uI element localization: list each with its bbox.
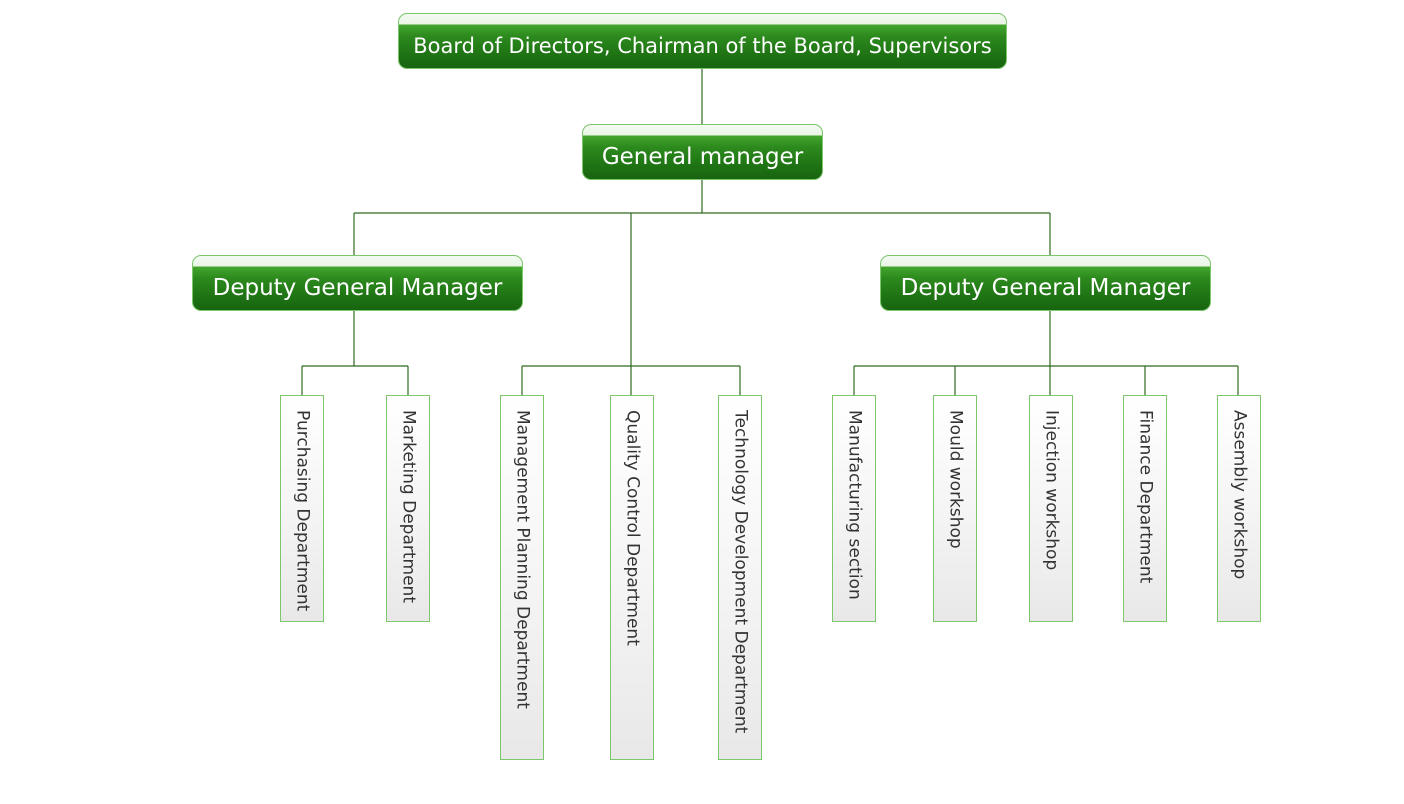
dept-purchasing: Purchasing Department bbox=[280, 395, 324, 622]
dept-marketing-label: Marketing Department bbox=[398, 410, 419, 604]
dept-finance-label: Finance Department bbox=[1135, 410, 1156, 584]
dept-quality-control-label: Quality Control Department bbox=[622, 410, 643, 646]
dept-quality-control: Quality Control Department bbox=[610, 395, 654, 760]
dept-injection: Injection workshop bbox=[1029, 395, 1073, 622]
dept-finance: Finance Department bbox=[1123, 395, 1167, 622]
dept-assembly-label: Assembly workshop bbox=[1229, 410, 1250, 580]
dept-mould: Mould workshop bbox=[933, 395, 977, 622]
board-label: Board of Directors, Chairman of the Boar… bbox=[413, 34, 992, 58]
dept-assembly: Assembly workshop bbox=[1217, 395, 1261, 622]
dept-purchasing-label: Purchasing Department bbox=[292, 410, 313, 612]
deputy-general-manager-left-label: Deputy General Manager bbox=[212, 275, 503, 301]
dept-management-planning: Management Planning Department bbox=[500, 395, 544, 760]
dept-management-planning-label: Management Planning Department bbox=[512, 410, 533, 709]
deputy-general-manager-right-node: Deputy General Manager bbox=[880, 255, 1211, 311]
general-manager-label: General manager bbox=[601, 144, 804, 170]
board-node: Board of Directors, Chairman of the Boar… bbox=[398, 13, 1007, 69]
deputy-general-manager-left-node: Deputy General Manager bbox=[192, 255, 523, 311]
deputy-general-manager-right-label: Deputy General Manager bbox=[900, 275, 1191, 301]
dept-technology-development-label: Technology Development Department bbox=[730, 410, 751, 734]
dept-manufacturing: Manufacturing section bbox=[832, 395, 876, 622]
general-manager-node: General manager bbox=[582, 124, 823, 180]
dept-mould-label: Mould workshop bbox=[945, 410, 966, 549]
dept-technology-development: Technology Development Department bbox=[718, 395, 762, 760]
dept-injection-label: Injection workshop bbox=[1041, 410, 1062, 571]
dept-manufacturing-label: Manufacturing section bbox=[844, 410, 865, 600]
dept-marketing: Marketing Department bbox=[386, 395, 430, 622]
